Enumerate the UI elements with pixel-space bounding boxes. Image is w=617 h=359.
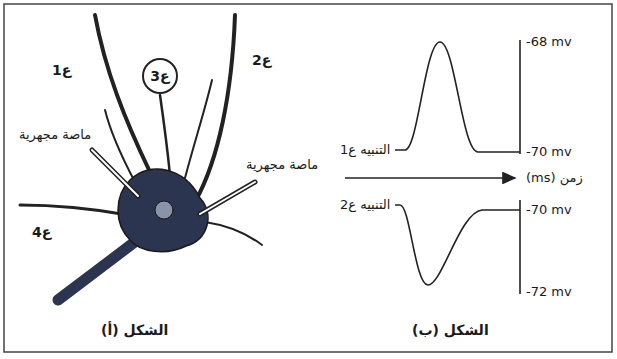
fiber-label: ع1 (52, 62, 71, 79)
stimulus-label: التنبيه ع2 (340, 197, 390, 213)
potential-graphs (345, 40, 520, 294)
axis-value: -70 mv (526, 144, 572, 160)
axis-value: -72 mv (526, 284, 572, 300)
axis-value: -68 mv (526, 34, 572, 50)
axis-value: -70 mv (526, 202, 572, 218)
pipette-label: ماصة مجهرية (246, 157, 318, 173)
axis-label: زمن (ms) (526, 170, 583, 186)
circle-label: ع3 (150, 68, 169, 84)
pipette-label: ماصة مجهرية (19, 127, 91, 143)
neuron-circle: ع3 (142, 58, 178, 94)
fiber-label: ع2 (252, 52, 271, 69)
figure-title: الشكل (ب) (412, 322, 489, 339)
figure-title: الشكل (أ) (101, 322, 168, 339)
fiber-label: ع4 (32, 224, 51, 241)
frame (4, 4, 612, 352)
neuron-drawing (20, 15, 262, 300)
stimulus-label: التنبيه ع1 (340, 142, 390, 158)
